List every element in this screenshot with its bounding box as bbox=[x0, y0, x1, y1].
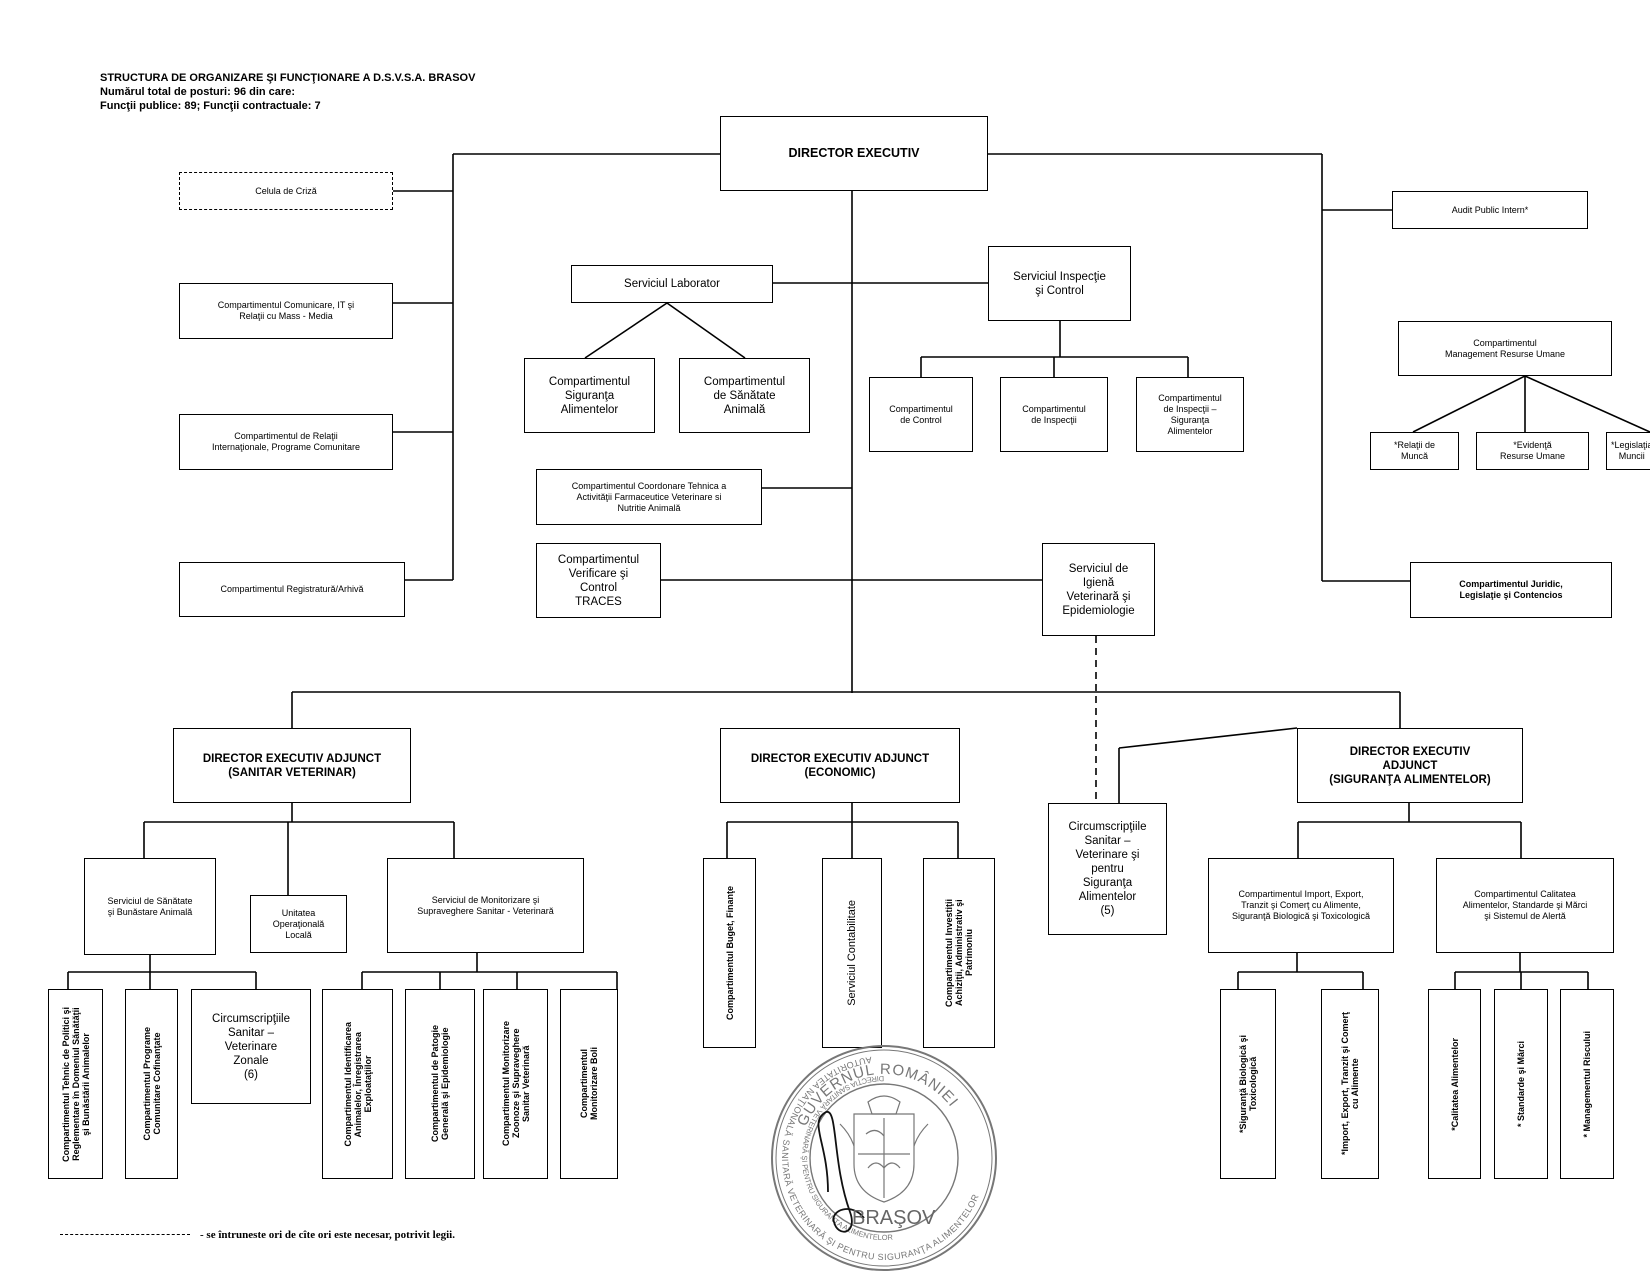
box-monitorizare-supraveghere: Serviciul de Monitorizare şi Supravegher… bbox=[387, 858, 584, 953]
box-programe-cofinantate: Compartimentul Programe Comunitare Cofin… bbox=[125, 989, 178, 1179]
box-evidenta-resurse: *Evidenţă Resurse Umane bbox=[1476, 432, 1589, 470]
functions-breakdown-text: Funcţii publice: 89; Funcţii contractual… bbox=[100, 100, 321, 112]
box-calitatea-alimentelor: *Calitatea Alimentelor bbox=[1428, 989, 1481, 1179]
legend-dashed-sample bbox=[60, 1234, 190, 1235]
box-serviciul-laborator: Serviciul Laborator bbox=[571, 265, 773, 303]
box-compartiment-inspectii: Compartimentul de Inspecţii bbox=[1000, 377, 1108, 452]
official-stamp: AUTORITATEA NAŢIONALĂ SANITARĂ VETERINAR… bbox=[771, 1045, 997, 1271]
box-adjunct-economic: DIRECTOR EXECUTIV ADJUNCT (ECONOMIC) bbox=[720, 728, 960, 803]
box-buget-finante: Compartimentul Buget, Finanţe bbox=[703, 858, 756, 1048]
box-resurse-umane: Compartimentul Management Resurse Umane bbox=[1398, 321, 1612, 376]
box-lab-sanatate-animala: Compartimentul de Sănătate Animală bbox=[679, 358, 810, 433]
box-legislatia-muncii: *Legislaţia Muncii bbox=[1606, 432, 1650, 470]
box-zoonoze: Compartimentul Monitorizare Zoonoze şi S… bbox=[483, 989, 548, 1179]
box-lab-siguranta-alimentelor: Compartimentul Siguranţa Alimentelor bbox=[524, 358, 655, 433]
box-calitatea-standarde: Compartimentul Calitatea Alimentelor, St… bbox=[1436, 858, 1614, 953]
box-identificarea-animalelor: Compartimentul Identificarea Animalelor,… bbox=[322, 989, 393, 1179]
box-comunicare-it: Compartimentul Comunicare, IT şi Relaţii… bbox=[179, 283, 393, 339]
signature-icon bbox=[817, 1111, 865, 1233]
box-monitorizare-boli: Compartimentul Monitorizare Boli bbox=[560, 989, 618, 1179]
box-import-tranzit: *Import, Export, Tranzit şi Comerţ cu Al… bbox=[1321, 989, 1379, 1179]
legend-text: - se întruneste ori de cîte ori este nec… bbox=[200, 1229, 455, 1241]
box-adjunct-sanitar: DIRECTOR EXECUTIV ADJUNCT (SANITAR VETER… bbox=[173, 728, 411, 803]
box-serviciul-inspectie-control: Serviciul Inspecţie şi Control bbox=[988, 246, 1131, 321]
box-sanatate-bunastare: Serviciul de Sănătate şi Bunăstare Anima… bbox=[84, 858, 216, 955]
box-igiena-veterinara: Serviciul de Igienă Veterinară şi Epidem… bbox=[1042, 543, 1155, 636]
box-adjunct-siguranta: DIRECTOR EXECUTIV ADJUNCT (SIGURANŢA ALI… bbox=[1297, 728, 1523, 803]
box-tehnic-politici: Compartimentul Tehnic de Politici şi Reg… bbox=[48, 989, 103, 1179]
box-unitatea-operationala: Unitatea Operaţională Locală bbox=[250, 895, 347, 953]
box-investitii-achizitii: Compartimentul Investiţii Achiziţii, Adm… bbox=[923, 858, 995, 1048]
box-standarde-marci: * Standarde şi Mărci bbox=[1494, 989, 1548, 1179]
box-inspectii-siguranta-alimentelor: Compartimentul de Inspecţii – Siguranţa … bbox=[1136, 377, 1244, 452]
box-relatii-internationale: Compartimentul de Relaţii Internaţionale… bbox=[179, 414, 393, 470]
box-farmaceutice-veterinare: Compartimentul Coordonare Tehnica a Acti… bbox=[536, 469, 762, 525]
box-verificare-traces: Compartimentul Verificare şi Control TRA… bbox=[536, 543, 661, 618]
box-import-export: Compartimentul Import, Export, Tranzit ş… bbox=[1208, 858, 1394, 953]
box-juridic: Compartimentul Juridic, Legislaţie şi Co… bbox=[1410, 562, 1612, 618]
box-siguranta-biologica: *Siguranţă Biologică şi Toxicologică bbox=[1220, 989, 1276, 1179]
page-title: STRUCTURA DE ORGANIZARE ŞI FUNCŢIONARE A… bbox=[100, 72, 476, 84]
box-serviciul-contabilitate: Serviciul Contabilitate bbox=[822, 858, 882, 1048]
coat-of-arms-icon bbox=[839, 1095, 929, 1203]
box-registratura: Compartimentul Registratură/Arhivă bbox=[179, 562, 405, 617]
box-relatii-munca: *Relaţii de Muncă bbox=[1370, 432, 1459, 470]
stamp-city: BRAŞOV bbox=[852, 1207, 936, 1229]
box-patologie-epidemiologie: Compartimentul de Patogie Generală şi Ep… bbox=[405, 989, 475, 1179]
box-director-executiv: DIRECTOR EXECUTIV bbox=[720, 116, 988, 191]
box-celula-criza: Celula de Criză bbox=[179, 172, 393, 210]
box-circumscriptii-zonale: Circumscripţiile Sanitar – Veterinare Zo… bbox=[191, 989, 311, 1104]
box-audit-public: Audit Public Intern* bbox=[1392, 191, 1588, 229]
total-posts-text: Numărul total de posturi: 96 din care: bbox=[100, 86, 295, 98]
box-circumscriptii-siguranta: Circumscripţiile Sanitar – Veterinare şi… bbox=[1048, 803, 1167, 935]
box-compartiment-control: Compartimentul de Control bbox=[869, 377, 973, 452]
box-managementul-riscului: * Managementul Riscului bbox=[1560, 989, 1614, 1179]
